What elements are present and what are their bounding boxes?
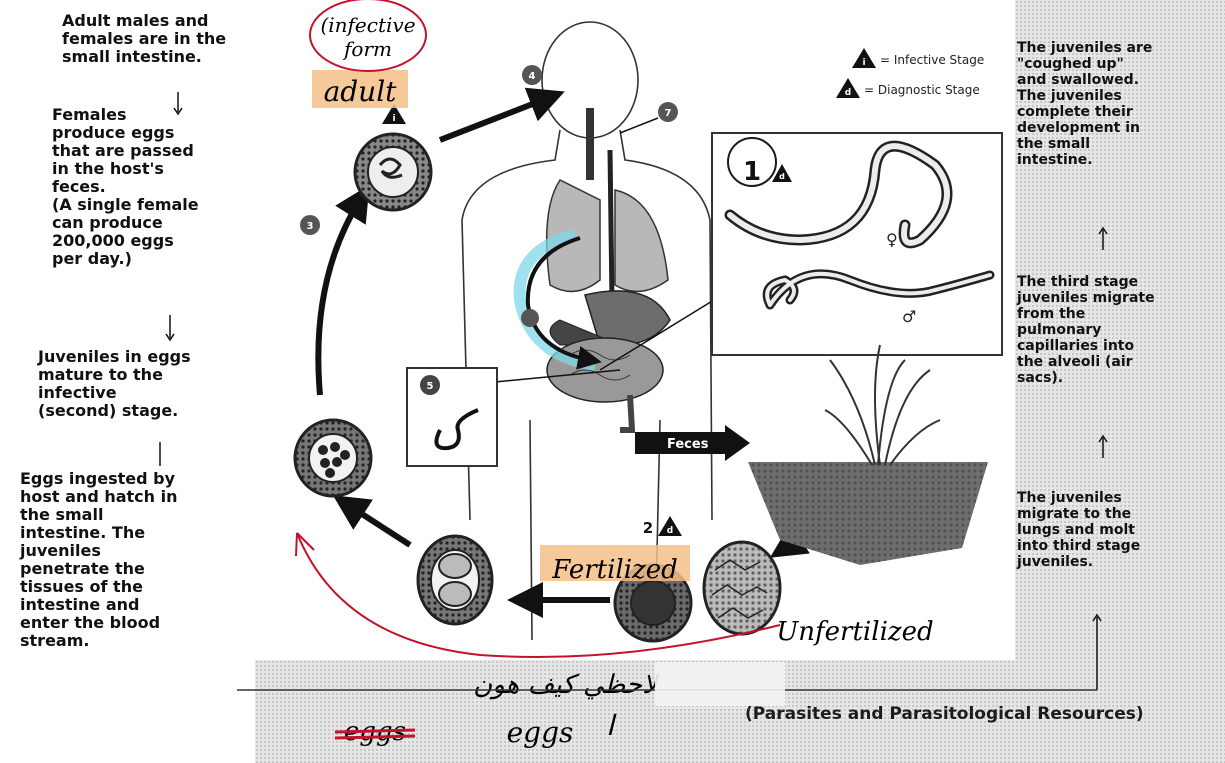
hand-form: form (342, 37, 392, 61)
egg-unfertilized (704, 542, 780, 634)
stage-label-1: 1 (743, 157, 761, 187)
stage-label-5: 5 (427, 381, 434, 392)
hand-adult: adult (324, 75, 398, 108)
stage-label-2: 2 (643, 519, 653, 537)
stage-label-3: 3 (307, 221, 314, 232)
hand-arabic-letter: ا (606, 709, 617, 742)
stage-label-7: 7 (665, 108, 672, 119)
legend-letter: d (845, 88, 851, 98)
female-symbol: ♀ (886, 230, 898, 249)
hand-fertilized: Fertilized (551, 555, 678, 585)
triangle-letter: i (392, 114, 395, 124)
feces-label: Feces (667, 437, 708, 452)
egg-two-cell (418, 536, 492, 624)
hand-infective: (infective (320, 13, 415, 37)
lungs-illustration (547, 108, 668, 291)
source-citation: (Parasites and Parasitological Resources… (745, 704, 1144, 724)
egg-stage-3 (295, 420, 371, 496)
hand-unfertilized: Unfertilized (776, 617, 933, 647)
triangle-letter: d (779, 172, 785, 181)
hand-eggs: eggs (507, 716, 574, 749)
triangle-letter: d (667, 526, 673, 536)
legend-letter: i (862, 58, 865, 68)
right-flow-arrows (1093, 228, 1107, 690)
redaction-patch (655, 662, 785, 706)
soil-and-plant (748, 345, 988, 565)
hand-arabic-note: لاحظي كيف هون (473, 670, 660, 700)
left-flow-arrows (160, 92, 182, 466)
egg-stage-1 (355, 134, 431, 210)
male-symbol: ♂ (902, 307, 916, 326)
stage-label-4: 4 (529, 71, 536, 82)
legend-infective: = Infective Stage (880, 53, 984, 67)
legend-diagnostic: = Diagnostic Stage (864, 83, 980, 97)
